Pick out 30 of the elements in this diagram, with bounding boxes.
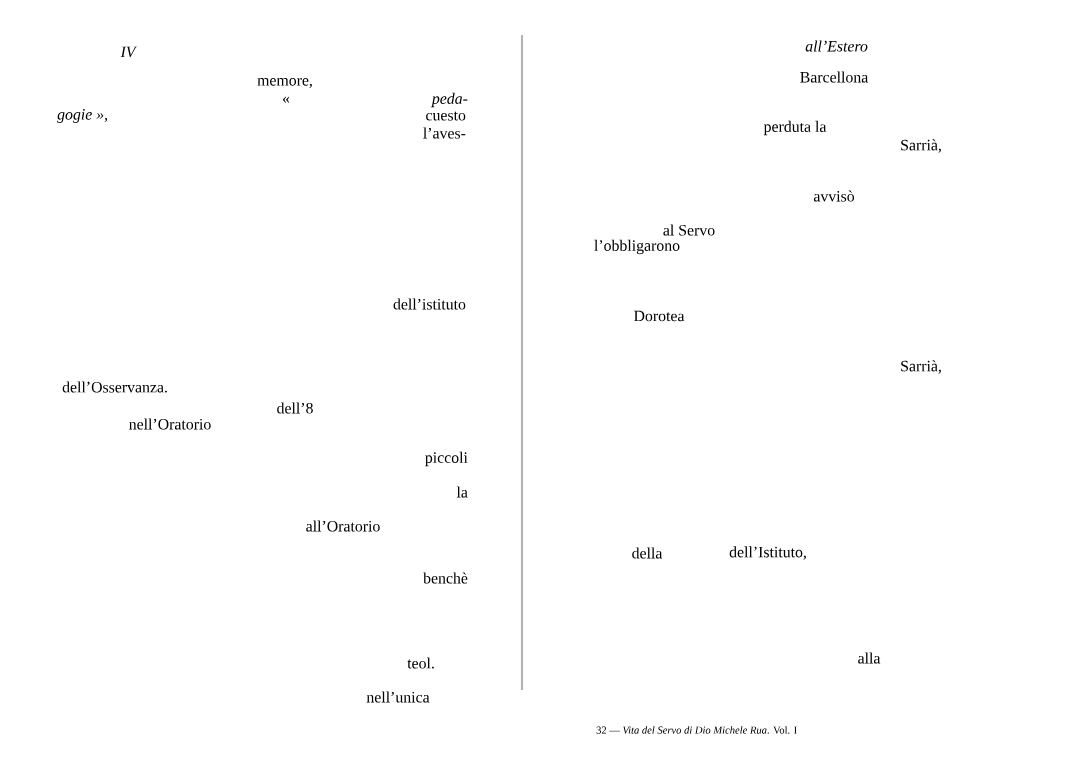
word: l’obbligarono bbox=[594, 239, 680, 255]
footnote: 32 — Vita del Servo di Dio Michele Rua. Vol. I bbox=[596, 726, 797, 734]
word: dell’Osservanza. bbox=[62, 381, 167, 393]
word: dell’Istituto, bbox=[729, 546, 806, 560]
word: memore, bbox=[257, 78, 312, 88]
word: Dorotea bbox=[634, 310, 685, 322]
page-heading: IV bbox=[120, 46, 137, 58]
word: nell’Oratorio bbox=[129, 418, 211, 430]
word: gogie », bbox=[57, 109, 108, 123]
word: Sarrià, bbox=[901, 139, 941, 153]
word: all’Oratorio bbox=[306, 520, 380, 532]
word: benchè bbox=[423, 572, 468, 584]
word: perduta la bbox=[763, 120, 827, 136]
word: la bbox=[456, 486, 468, 498]
word: piccoli bbox=[425, 451, 468, 467]
word: alla bbox=[858, 652, 881, 664]
word: « bbox=[282, 96, 290, 103]
word: l’aves- bbox=[423, 127, 466, 139]
word: al Servo bbox=[663, 224, 715, 236]
word: peda- bbox=[430, 92, 468, 108]
word: avvisò bbox=[813, 190, 855, 202]
word: dell’8 bbox=[277, 402, 313, 414]
word: nell’unica bbox=[366, 691, 430, 703]
word: cuesto bbox=[426, 111, 466, 121]
word: della bbox=[632, 547, 663, 559]
word: all’Estero bbox=[805, 40, 868, 52]
word: teol. bbox=[407, 657, 434, 669]
word: Sarrià, bbox=[901, 360, 941, 374]
word: Barcellona bbox=[800, 71, 869, 83]
word: dell’istituto bbox=[393, 298, 466, 310]
